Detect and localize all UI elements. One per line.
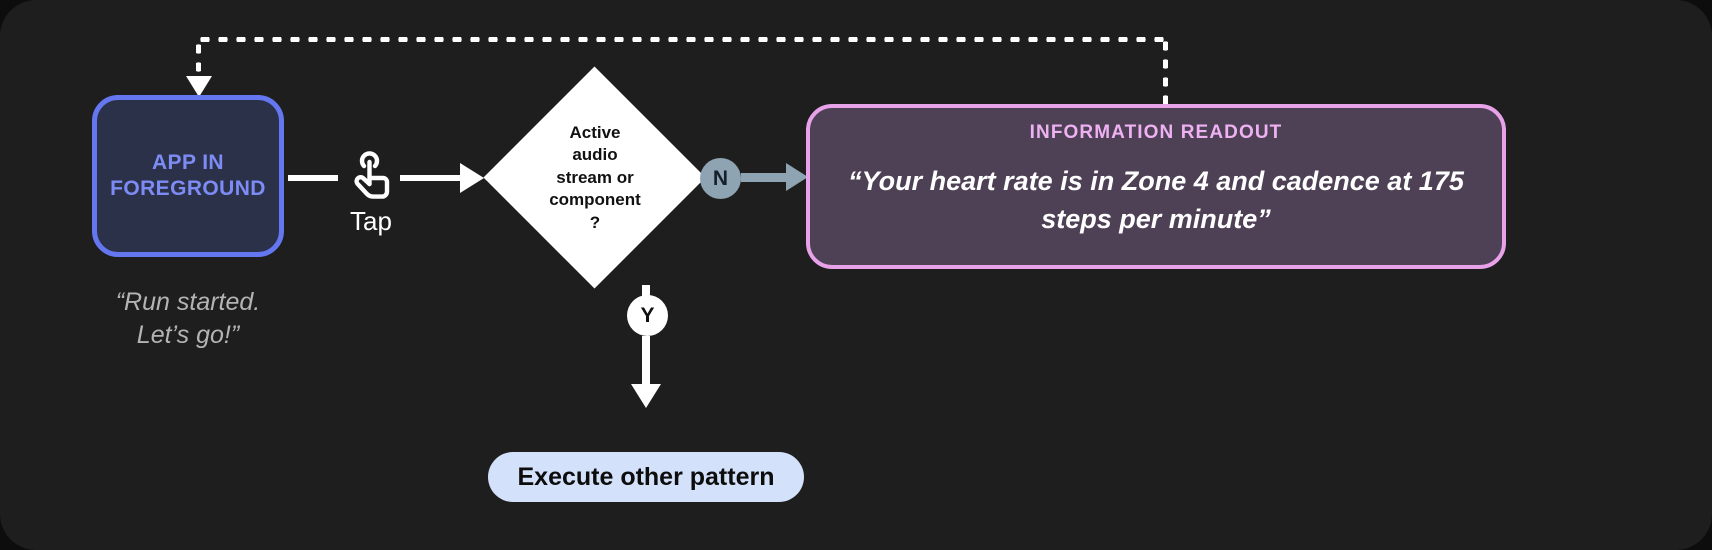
information-readout-panel[interactable]: INFORMATION READOUT “Your heart rate is … (806, 104, 1506, 269)
tap-hand-icon (344, 148, 398, 204)
yes-branch-stub-line (642, 285, 650, 299)
no-branch-line (741, 173, 789, 182)
no-branch-arrowhead-icon (786, 163, 808, 191)
feedback-loop-arrowhead-icon (186, 76, 212, 97)
information-readout-title: INFORMATION READOUT (1029, 122, 1283, 143)
yes-branch-arrowhead-icon (631, 384, 661, 408)
execute-other-pattern-button[interactable]: Execute other pattern (488, 452, 804, 502)
app-in-foreground-label: APP IN FOREGROUND (110, 151, 266, 200)
tap-connector-right-line (400, 175, 462, 181)
app-in-foreground-node[interactable]: APP IN FOREGROUND (92, 95, 284, 257)
feedback-loop-top-segment (196, 37, 1168, 42)
branch-badge-no: N (700, 158, 741, 199)
decision-diamond[interactable]: Active audio stream or component ? (483, 66, 706, 289)
tap-connector-arrowhead-icon (460, 163, 484, 193)
feedback-loop-left-segment (196, 40, 201, 82)
decision-diamond-label: Active audio stream or component ? (549, 122, 641, 232)
yes-branch-line (642, 336, 650, 392)
app-in-foreground-caption: “Run started. Let’s go!” (115, 288, 261, 349)
tap-label: Tap (350, 206, 392, 236)
branch-badge-yes: Y (627, 295, 668, 336)
tap-connector-left-line (288, 175, 338, 181)
information-readout-body: “Your heart rate is in Zone 4 and cadenc… (848, 166, 1464, 235)
feedback-loop-right-segment (1163, 37, 1168, 107)
